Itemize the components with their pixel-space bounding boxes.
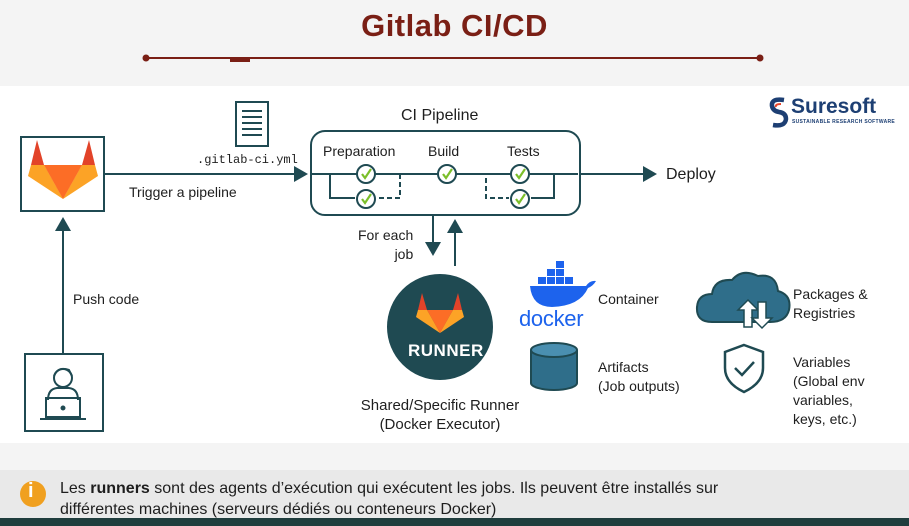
stage-build: Build [428,143,460,159]
database-icon [530,342,578,391]
variables-line1: Variables [793,354,851,370]
stage-tests: Tests [507,143,540,159]
info-bar-bg [0,470,909,518]
gitlab-ci-file-label: .gitlab-ci.yml [197,153,298,167]
packages-label: Packages & Registries [793,285,868,323]
developer-laptop-icon [40,367,86,420]
job-check-icons [356,164,530,209]
cloud-sync-icon [695,271,791,330]
info-line2: différentes machines (serveurs dédiés ou… [60,501,497,518]
docker-whale-icon [530,261,596,307]
title-divider [142,54,764,62]
runner-caption-line2: (Docker Executor) [379,416,501,433]
gitlab-fox-icon [28,140,98,199]
for-each-job-label: For each job [358,226,413,264]
brand-tagline: SUSTAINABLE RESEARCH SOFTWARE [792,119,896,125]
runner-badge-icon [387,274,493,380]
variables-line2: (Global env [793,373,865,389]
file-icon [235,101,269,147]
artifacts-line2: (Job outputs) [598,378,680,394]
variables-label: Variables (Global env variables, keys, e… [793,353,865,429]
packages-line1: Packages & [793,286,868,302]
suresoft-s-icon [769,97,789,128]
variables-line3: variables, [793,392,853,408]
slide-title: Gitlab CI/CD [361,8,548,43]
variables-line4: keys, etc.) [793,411,857,427]
runner-caption: Shared/Specific Runner (Docker Executor) [328,396,552,434]
bottom-strip [0,518,909,526]
deploy-label: Deploy [666,166,716,183]
packages-line2: Registries [793,305,856,321]
stage-preparation: Preparation [323,143,396,159]
gitlab-logo-box [20,136,105,212]
info-text-rest: sont des agents d’exécution qui exécuten… [149,480,719,497]
runner-caption-line1: Shared/Specific Runner [360,397,520,414]
trigger-label: Trigger a pipeline [129,184,237,200]
suresoft-logo: Suresoft SUSTAINABLE RESEARCH SOFTWARE [769,95,897,130]
shield-check-icon [723,343,765,394]
info-note: Les runners sont des agents d’exécution … [60,478,890,520]
container-label: Container [598,291,659,307]
push-code-label: Push code [73,291,140,307]
runner-badge-text: RUNNER [408,341,484,360]
brand-name: Suresoft [791,95,877,118]
artifacts-label: Artifacts (Job outputs) [598,358,680,396]
developer-box [24,353,104,432]
info-icon-glyph: i [28,480,34,502]
info-icon [20,481,46,507]
info-text-bold: runners [90,480,150,497]
info-line1: Les runners sont des agents d’exécution … [60,478,890,499]
info-text-start: Les [60,480,91,497]
artifacts-line1: Artifacts [598,359,649,375]
docker-wordmark: docker [519,306,584,331]
for-each-line: For each [358,227,414,243]
job-line: job [394,246,414,262]
pipeline-title: CI Pipeline [401,107,479,124]
